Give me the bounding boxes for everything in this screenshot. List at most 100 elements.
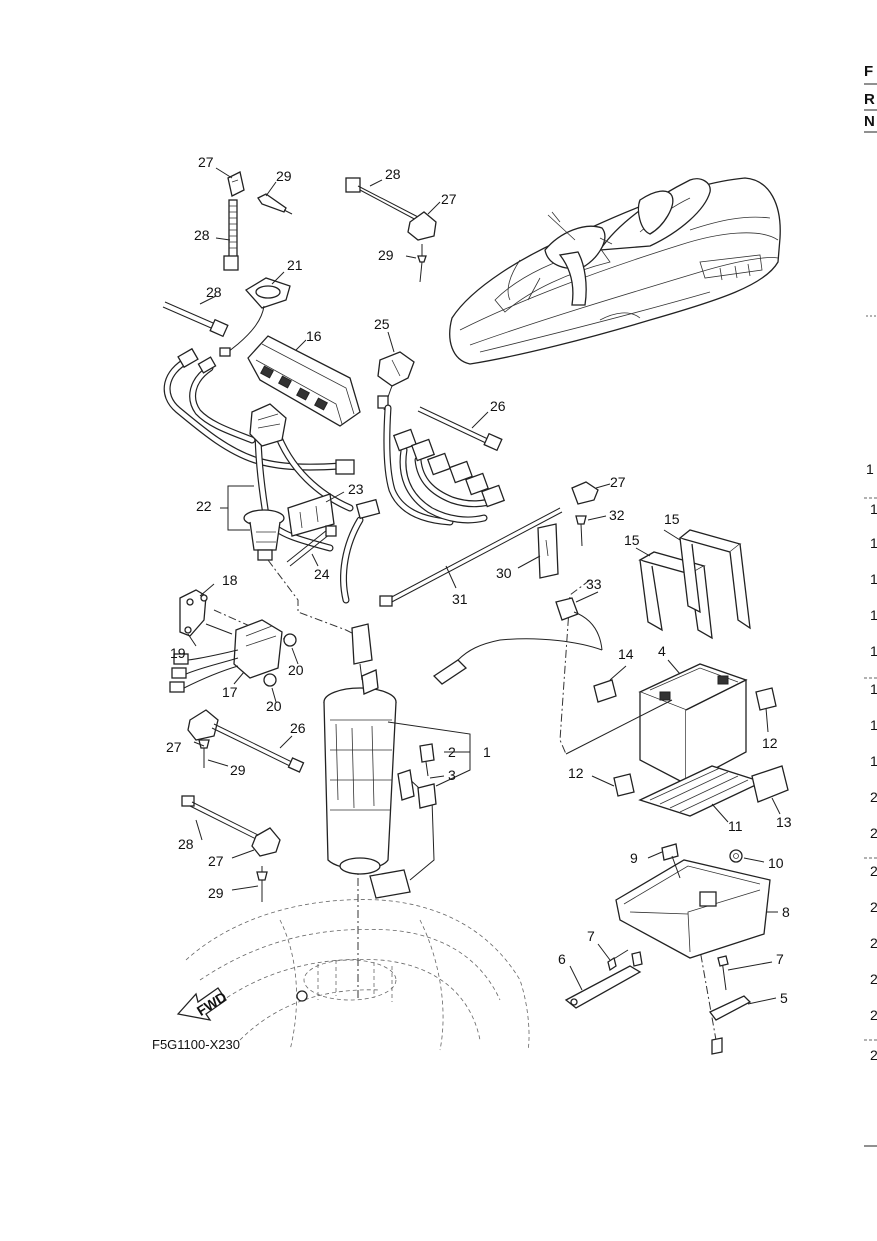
plate-30 [537, 523, 559, 579]
callout-26: 26 [490, 398, 506, 414]
callout-7: 7 [776, 951, 784, 967]
stay-6 [564, 951, 643, 1009]
pad-12-right [755, 687, 777, 711]
clip-assembly-mid-left [187, 709, 305, 773]
edge-row-marker: 2 [870, 863, 877, 879]
edge-row-marker: 2 [870, 935, 877, 951]
clip-assembly-lower-left [181, 795, 281, 902]
cable-tie-24 [286, 525, 337, 567]
callout-4: 4 [658, 643, 666, 659]
callout-11: 11 [728, 818, 743, 834]
pad-12-left [613, 773, 635, 797]
callout-9: 9 [630, 850, 638, 866]
callout-15: 15 [624, 532, 640, 548]
screw-7-left [607, 949, 629, 972]
part-3 [397, 769, 437, 809]
part-2 [419, 743, 435, 777]
screw-32 [575, 515, 587, 547]
callout-30: 30 [496, 565, 512, 581]
sensor-33 [432, 597, 603, 685]
bracket-25 [377, 351, 415, 411]
callout-28: 28 [206, 284, 222, 300]
fwd-arrow-icon: FWD [176, 987, 229, 1021]
edge-row-marker: 2 [870, 825, 877, 841]
edge-header-letter: F [864, 63, 873, 80]
screw-7-right [717, 955, 729, 991]
edge-row-marker: 2 [870, 1047, 877, 1063]
callout-29: 29 [208, 885, 224, 901]
edge-row-marker: 1 [870, 607, 877, 623]
callout-27: 27 [441, 191, 457, 207]
battery-bands-15 [638, 529, 751, 640]
callout-31: 31 [452, 591, 468, 607]
clip-assembly-top-left [223, 171, 293, 271]
callout-12: 12 [762, 735, 778, 751]
callout-14: 14 [618, 646, 634, 662]
edge-row-marker: 2 [870, 789, 877, 805]
edge-header-letter: N [864, 113, 875, 130]
callout-28: 28 [385, 166, 401, 182]
edge-row-marker: 1 [870, 753, 877, 769]
right-edge-fragment: F R N 1 1 1 1 1 1 1 1 1 2 2 2 2 2 2 2 2 [864, 63, 877, 1147]
bolt-9 [661, 843, 681, 879]
edge-header-letter: R [864, 91, 875, 108]
edge-row-marker: 1 [870, 501, 877, 517]
long-tie-31 [379, 507, 563, 607]
callout-32: 32 [609, 507, 625, 523]
hull-deck-ghost [185, 899, 530, 1051]
callout-2: 2 [448, 744, 456, 760]
edge-row-marker: 1 [870, 535, 877, 551]
wire-harness [163, 347, 506, 604]
callout-27: 27 [610, 474, 626, 490]
edge-row-marker: 1 [870, 571, 877, 587]
edge-row-marker: 1 [870, 643, 877, 659]
callout-10: 10 [768, 855, 784, 871]
callout-6: 6 [558, 951, 566, 967]
edge-row-marker: 2 [870, 971, 877, 987]
callout-29: 29 [276, 168, 292, 184]
callout-20: 20 [288, 662, 304, 678]
callout-27: 27 [166, 739, 182, 755]
edge-row-marker: 1 [870, 717, 877, 733]
edge-row-marker: 2 [870, 1007, 877, 1023]
callout-16: 16 [306, 328, 322, 344]
callout-20: 20 [266, 698, 282, 714]
callout-22: 22 [196, 498, 212, 514]
callout-26: 26 [290, 720, 306, 736]
pad-14 [593, 679, 617, 703]
callout-13: 13 [776, 814, 792, 830]
nut-20 [263, 633, 297, 687]
callout-33: 33 [586, 576, 602, 592]
callout-23: 23 [348, 481, 364, 497]
battery-box-8 [615, 859, 771, 959]
fuel-pump-1 [323, 623, 435, 899]
figure-code: F5G1100-X230 [152, 1037, 240, 1052]
nut-10 [729, 849, 743, 863]
clip-assembly-top-center [345, 177, 437, 283]
leader-lines [187, 167, 781, 1005]
callout-7: 7 [587, 928, 595, 944]
callout-28: 28 [194, 227, 210, 243]
callout-1: 1 [483, 744, 491, 760]
pad-13 [751, 765, 789, 803]
stay-5 [709, 995, 752, 1055]
callout-24: 24 [314, 566, 330, 582]
switch-unit-21 [227, 277, 291, 353]
cable-tie-left [162, 301, 229, 338]
callout-21: 21 [287, 257, 303, 273]
edge-row-marker: 2 [870, 899, 877, 915]
bracket-18-19 [179, 589, 233, 637]
relay-17 [169, 619, 283, 693]
callout-27: 27 [208, 853, 224, 869]
callout-27: 27 [198, 154, 214, 170]
grommet-22 [243, 509, 285, 561]
callout-labels: 27 29 28 28 27 29 28 21 16 25 26 22 23 2… [166, 154, 792, 1006]
callout-3: 3 [448, 767, 456, 783]
callout-18: 18 [222, 572, 238, 588]
callout-19: 19 [170, 645, 186, 661]
battery-4 [565, 663, 748, 786]
edge-row-marker: 1 [870, 681, 877, 697]
callout-12: 12 [568, 765, 584, 781]
callout-15: 15 [664, 511, 680, 527]
